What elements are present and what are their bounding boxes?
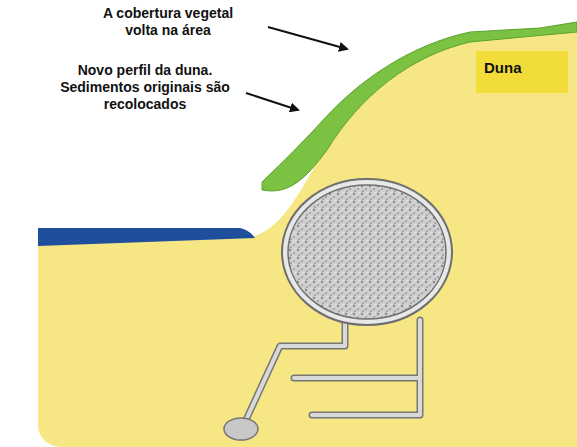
leader-arrow	[268, 27, 347, 49]
callout-label: Novo perfil da duna. Sedimentos originai…	[43, 62, 248, 113]
drain-pipes	[246, 320, 420, 420]
drain-outlet	[224, 418, 258, 440]
geotube-outer	[282, 179, 452, 325]
sand-dune	[38, 30, 577, 447]
vegetation-cover	[262, 22, 577, 191]
callout-label: A cobertura vegetal volta na área	[86, 5, 251, 39]
water	[38, 228, 255, 246]
node-text: Duna	[484, 59, 560, 76]
geotube-fill	[288, 185, 446, 319]
leader-arrow	[246, 93, 298, 110]
dune-tag: Duna	[476, 51, 568, 93]
